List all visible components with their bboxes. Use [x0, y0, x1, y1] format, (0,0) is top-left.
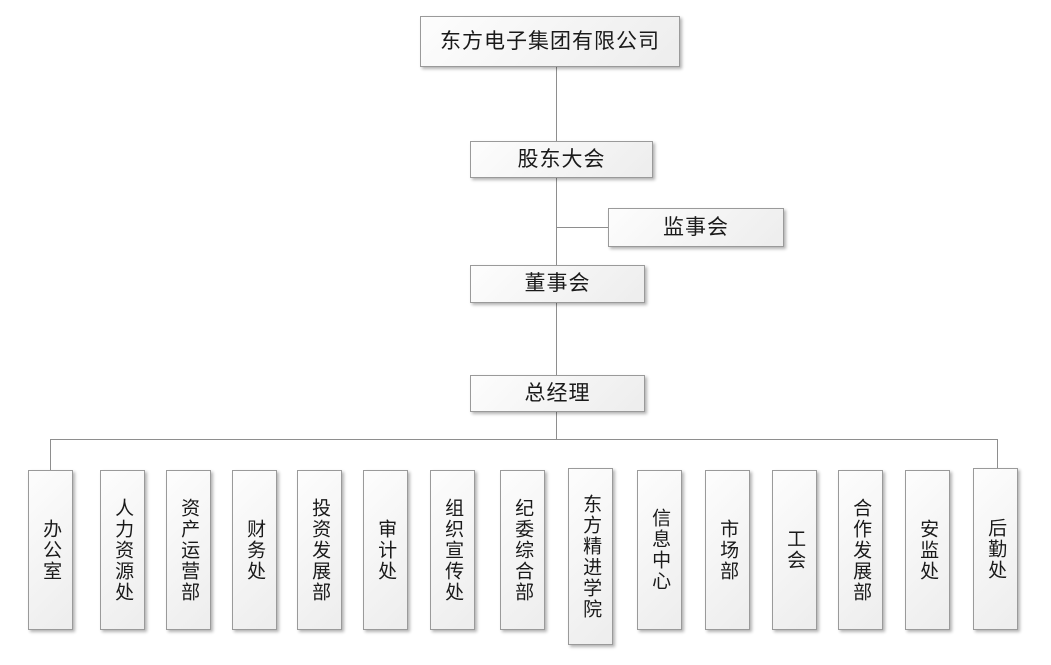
node-label: 投资发展部	[309, 497, 331, 603]
node-label: 东方精进学院	[580, 493, 602, 620]
node-department-safety-supervision[interactable]: 安监处	[905, 470, 950, 630]
node-department-marketing[interactable]: 市场部	[705, 470, 750, 630]
node-department-finance[interactable]: 财务处	[232, 470, 277, 630]
node-label: 组织宣传处	[442, 497, 464, 603]
connector-department-bus	[50, 439, 998, 440]
node-label: 信息中心	[649, 508, 671, 592]
node-label: 财务处	[244, 518, 266, 582]
node-label: 合作发展部	[850, 497, 872, 603]
node-label: 市场部	[717, 518, 739, 582]
node-department-cooperation-development[interactable]: 合作发展部	[838, 470, 883, 630]
node-department-labor-union[interactable]: 工会	[772, 470, 817, 630]
node-label: 资产运营部	[178, 497, 200, 603]
node-shareholders-meeting[interactable]: 股东大会	[470, 141, 653, 178]
node-department-logistics[interactable]: 后勤处	[973, 468, 1018, 630]
node-board-of-supervisors[interactable]: 监事会	[608, 208, 784, 247]
connector-supervisors-branch	[556, 227, 609, 228]
node-label: 纪委综合部	[512, 497, 534, 603]
connector-manager-to-bus	[556, 412, 557, 439]
node-department-information-center[interactable]: 信息中心	[637, 470, 682, 630]
node-label: 审计处	[375, 518, 397, 582]
node-label: 总经理	[524, 380, 591, 405]
node-general-manager[interactable]: 总经理	[470, 375, 645, 412]
connector-directors-to-manager	[556, 303, 557, 375]
node-label: 人力资源处	[112, 497, 134, 603]
node-department-human-resources[interactable]: 人力资源处	[100, 470, 145, 630]
node-department-asset-operations[interactable]: 资产运营部	[166, 470, 211, 630]
node-department-discipline-inspection[interactable]: 纪委综合部	[500, 470, 545, 630]
node-label: 办公室	[40, 518, 62, 582]
node-label: 安监处	[917, 518, 939, 582]
node-department-office[interactable]: 办公室	[28, 470, 73, 630]
node-label: 董事会	[524, 271, 591, 296]
connector-shareholders-to-directors	[556, 178, 557, 265]
node-department-dongfang-academy[interactable]: 东方精进学院	[568, 468, 613, 645]
node-board-of-directors[interactable]: 董事会	[470, 265, 645, 303]
node-label: 后勤处	[985, 517, 1007, 581]
node-label: 工会	[784, 529, 806, 571]
connector-bus-to-first-department	[50, 439, 51, 470]
node-department-audit[interactable]: 审计处	[363, 470, 408, 630]
connector-root-to-shareholders	[556, 67, 557, 141]
connector-bus-to-last-department	[997, 439, 998, 468]
node-department-organization-publicity[interactable]: 组织宣传处	[430, 470, 475, 630]
node-label: 股东大会	[517, 146, 606, 171]
node-company-root[interactable]: 东方电子集团有限公司	[420, 16, 680, 67]
node-label: 东方电子集团有限公司	[440, 28, 660, 53]
node-department-investment-development[interactable]: 投资发展部	[297, 470, 342, 630]
node-label: 监事会	[663, 214, 729, 239]
